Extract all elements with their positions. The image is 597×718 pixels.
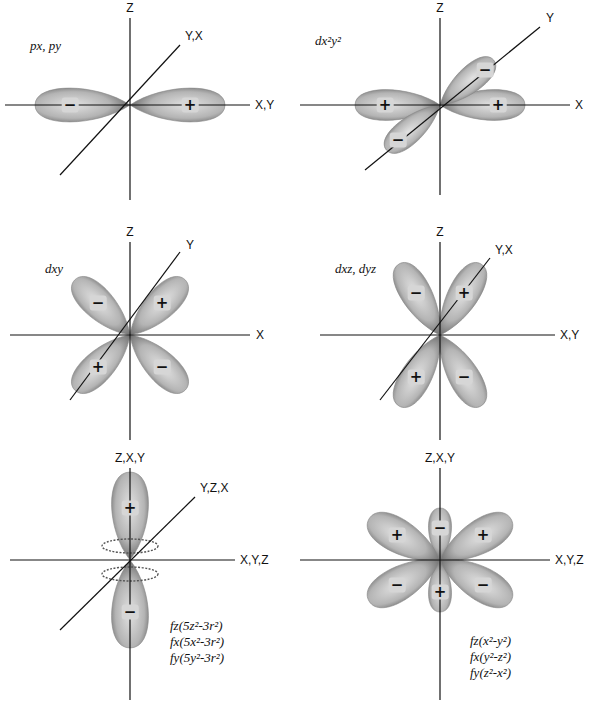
phase-sign: − — [477, 63, 494, 78]
phase-sign: + — [408, 370, 425, 385]
axis-label: Y,X — [495, 244, 513, 256]
coordinate-axis — [439, 18, 440, 195]
coordinate-axis — [380, 258, 490, 400]
coordinate-axis — [129, 242, 130, 440]
phase-sign: + — [432, 585, 449, 600]
orbital-lobe — [361, 545, 449, 615]
phase-sign: + — [90, 360, 107, 375]
orbital-lobe — [64, 269, 141, 346]
orbital-lobe — [432, 545, 520, 615]
orbital-name: dx²y² — [315, 34, 341, 47]
axis-label: Z — [126, 2, 133, 14]
orbital-name: px, py — [30, 39, 61, 52]
axis-label: X — [256, 329, 264, 341]
coordinate-axis — [10, 334, 250, 335]
coordinate-axis — [5, 104, 250, 105]
coordinate-axis — [60, 497, 195, 630]
phase-sign: − — [408, 286, 425, 301]
orbital-name: dxz, dyz — [335, 262, 376, 275]
coordinate-axis — [300, 104, 570, 105]
orbital-lobe — [119, 269, 196, 346]
phase-sign: + — [456, 286, 473, 301]
coordinate-axis — [10, 559, 235, 560]
axis-label: Z — [126, 226, 133, 238]
orbital-lobe — [64, 324, 141, 401]
phase-sign: − — [122, 605, 139, 620]
phase-sign: − — [432, 521, 449, 536]
axis-label: X — [575, 99, 583, 111]
phase-sign: − — [475, 578, 492, 593]
phase-sign: − — [389, 578, 406, 593]
orbital-name: fx(y²-z²) — [470, 650, 511, 663]
coordinate-axis — [365, 27, 540, 170]
axis-label: Y — [546, 12, 554, 24]
orbital-lobe — [386, 327, 454, 413]
phase-sign: − — [154, 360, 171, 375]
orbital-name: fx(5x²-3r²) — [170, 635, 224, 648]
coordinate-axis — [129, 18, 130, 200]
phase-sign: + — [182, 98, 199, 113]
axis-label: Y,Z,X — [200, 482, 228, 494]
orbital-name: fz(5z²-3r²) — [170, 619, 223, 632]
axis-label: Z — [436, 226, 443, 238]
orbital-name: fz(x²-y²) — [470, 634, 511, 647]
phase-sign: − — [90, 296, 107, 311]
axis-label: X,Y,Z — [555, 554, 583, 566]
orbital-name: dxy — [45, 262, 63, 275]
phase-sign: + — [490, 98, 507, 113]
axis-label: Y — [186, 239, 194, 251]
phase-sign: + — [475, 528, 492, 543]
axis-label: Z,X,Y — [425, 452, 455, 464]
axis-label: X,Y — [255, 99, 274, 111]
phase-sign: + — [154, 296, 171, 311]
axis-label: Z — [436, 2, 443, 14]
axis-label: X,Y,Z — [240, 554, 268, 566]
coordinate-axis — [320, 334, 555, 335]
phase-sign: − — [390, 133, 407, 148]
axis-label: Z,X,Y — [115, 452, 145, 464]
orbital-name: fy(5y²-3r²) — [170, 651, 224, 664]
phase-sign: − — [456, 370, 473, 385]
phase-sign: + — [122, 501, 139, 516]
axis-label: X,Y — [560, 329, 579, 341]
orbital-lobe — [119, 324, 196, 401]
phase-sign: + — [377, 98, 394, 113]
phase-sign: − — [62, 98, 79, 113]
orbital-lobe — [386, 256, 454, 342]
orbital-name: fy(z²-x²) — [470, 666, 511, 679]
coordinate-axis — [300, 559, 550, 560]
coordinate-axis — [439, 242, 440, 440]
phase-sign: + — [389, 528, 406, 543]
coordinate-axis — [70, 252, 180, 400]
coordinate-axis — [60, 45, 180, 175]
axis-label: Y,X — [185, 30, 203, 42]
